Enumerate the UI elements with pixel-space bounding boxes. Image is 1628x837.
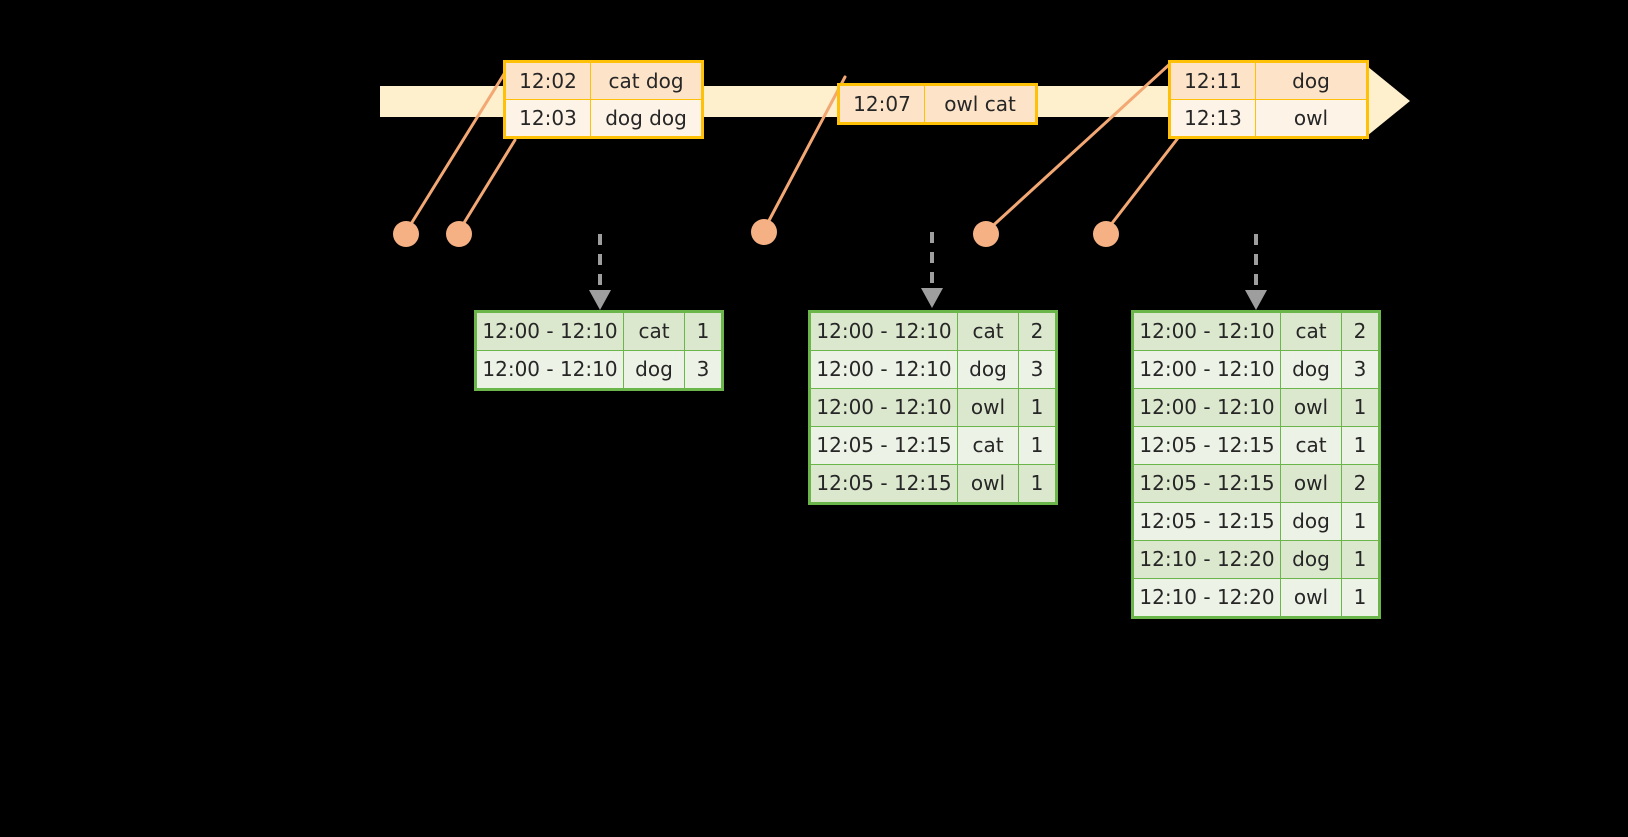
table-row[interactable]: 12:00 - 12:10 dog 3 bbox=[809, 350, 1057, 389]
count-cell: 2 bbox=[1341, 311, 1380, 351]
event-row[interactable]: 12:02 cat dog bbox=[504, 61, 703, 100]
window-cell: 12:05 - 12:15 bbox=[809, 464, 958, 504]
event-box-1[interactable]: 12:02 cat dog 12:03 dog dog bbox=[503, 60, 704, 139]
key-cell: owl bbox=[1280, 388, 1342, 427]
window-cell: 12:05 - 12:15 bbox=[1132, 426, 1281, 465]
table-row[interactable]: 12:00 - 12:10 cat 2 bbox=[1132, 311, 1380, 351]
key-cell: owl bbox=[957, 464, 1019, 504]
window-cell: 12:00 - 12:10 bbox=[809, 388, 958, 427]
count-cell: 1 bbox=[1018, 426, 1057, 465]
table-row[interactable]: 12:00 - 12:10 cat 2 bbox=[809, 311, 1057, 351]
key-cell: dog bbox=[623, 350, 685, 390]
window-cell: 12:00 - 12:10 bbox=[1132, 388, 1281, 427]
event-box-3[interactable]: 12:11 dog 12:13 owl bbox=[1168, 60, 1369, 139]
event-row[interactable]: 12:11 dog bbox=[1169, 61, 1368, 100]
window-cell: 12:05 - 12:15 bbox=[809, 426, 958, 465]
event-row[interactable]: 12:03 dog dog bbox=[504, 99, 703, 138]
connector-12-03 bbox=[457, 138, 517, 233]
event-dot-1 bbox=[393, 221, 419, 247]
window-cell: 12:10 - 12:20 bbox=[1132, 540, 1281, 579]
key-cell: dog bbox=[1280, 350, 1342, 389]
table-row[interactable]: 12:00 - 12:10 owl 1 bbox=[1132, 388, 1380, 427]
event-box-2[interactable]: 12:07 owl cat bbox=[837, 83, 1038, 125]
window-cell: 12:00 - 12:10 bbox=[1132, 311, 1281, 351]
event-words: cat dog bbox=[590, 61, 703, 100]
event-time: 12:02 bbox=[504, 61, 591, 100]
result-arrow-2 bbox=[921, 232, 943, 308]
table-row[interactable]: 12:05 - 12:15 owl 2 bbox=[1132, 464, 1380, 503]
count-cell: 1 bbox=[1341, 540, 1380, 579]
event-dots bbox=[393, 219, 1119, 247]
result-table-3[interactable]: 12:00 - 12:10 cat 2 12:00 - 12:10 dog 3 … bbox=[1131, 310, 1381, 619]
event-dot-4 bbox=[973, 221, 999, 247]
count-cell: 1 bbox=[1018, 388, 1057, 427]
event-dot-3 bbox=[751, 219, 777, 245]
result-arrow-3 bbox=[1245, 234, 1267, 310]
table-row[interactable]: 12:00 - 12:10 dog 3 bbox=[1132, 350, 1380, 389]
key-cell: dog bbox=[1280, 502, 1342, 541]
result-arrow-1 bbox=[589, 234, 611, 310]
table-row[interactable]: 12:05 - 12:15 owl 1 bbox=[809, 464, 1057, 504]
event-dot-2 bbox=[446, 221, 472, 247]
key-cell: dog bbox=[957, 350, 1019, 389]
result-arrows bbox=[589, 232, 1267, 310]
table-row[interactable]: 12:10 - 12:20 owl 1 bbox=[1132, 578, 1380, 618]
count-cell: 1 bbox=[1341, 502, 1380, 541]
result-table-2[interactable]: 12:00 - 12:10 cat 2 12:00 - 12:10 dog 3 … bbox=[808, 310, 1058, 505]
count-cell: 1 bbox=[684, 311, 723, 351]
window-cell: 12:05 - 12:15 bbox=[1132, 464, 1281, 503]
count-cell: 1 bbox=[1018, 464, 1057, 504]
table-row[interactable]: 12:00 - 12:10 owl 1 bbox=[809, 388, 1057, 427]
event-time: 12:03 bbox=[504, 99, 591, 138]
connector-12-02 bbox=[404, 64, 511, 234]
key-cell: owl bbox=[1280, 464, 1342, 503]
key-cell: cat bbox=[623, 311, 685, 351]
table-row[interactable]: 12:10 - 12:20 dog 1 bbox=[1132, 540, 1380, 579]
key-cell: cat bbox=[957, 311, 1019, 351]
event-words: dog dog bbox=[590, 99, 703, 138]
key-cell: owl bbox=[957, 388, 1019, 427]
key-cell: dog bbox=[1280, 540, 1342, 579]
event-words: owl cat bbox=[924, 84, 1037, 124]
count-cell: 1 bbox=[1341, 426, 1380, 465]
window-cell: 12:00 - 12:10 bbox=[1132, 350, 1281, 389]
window-cell: 12:00 - 12:10 bbox=[475, 350, 624, 390]
count-cell: 2 bbox=[1018, 311, 1057, 351]
table-row[interactable]: 12:00 - 12:10 cat 1 bbox=[475, 311, 723, 351]
table-row[interactable]: 12:05 - 12:15 cat 1 bbox=[809, 426, 1057, 465]
window-cell: 12:00 - 12:10 bbox=[809, 350, 958, 389]
count-cell: 1 bbox=[1341, 578, 1380, 618]
event-time: 12:07 bbox=[838, 84, 925, 124]
window-cell: 12:05 - 12:15 bbox=[1132, 502, 1281, 541]
count-cell: 2 bbox=[1341, 464, 1380, 503]
event-time: 12:11 bbox=[1169, 61, 1256, 100]
connector-12-13 bbox=[1104, 136, 1180, 233]
event-time: 12:13 bbox=[1169, 99, 1256, 138]
table-row[interactable]: 12:00 - 12:10 dog 3 bbox=[475, 350, 723, 390]
count-cell: 3 bbox=[1018, 350, 1057, 389]
key-cell: cat bbox=[1280, 311, 1342, 351]
connector-12-07 bbox=[762, 75, 847, 232]
key-cell: owl bbox=[1280, 578, 1342, 618]
event-row[interactable]: 12:13 owl bbox=[1169, 99, 1368, 138]
window-cell: 12:00 - 12:10 bbox=[809, 311, 958, 351]
window-cell: 12:10 - 12:20 bbox=[1132, 578, 1281, 618]
window-cell: 12:00 - 12:10 bbox=[475, 311, 624, 351]
key-cell: cat bbox=[957, 426, 1019, 465]
count-cell: 3 bbox=[1341, 350, 1380, 389]
event-row[interactable]: 12:07 owl cat bbox=[838, 84, 1037, 124]
event-words: owl bbox=[1255, 99, 1368, 138]
count-cell: 1 bbox=[1341, 388, 1380, 427]
event-dot-5 bbox=[1093, 221, 1119, 247]
table-row[interactable]: 12:05 - 12:15 dog 1 bbox=[1132, 502, 1380, 541]
result-table-1[interactable]: 12:00 - 12:10 cat 1 12:00 - 12:10 dog 3 bbox=[474, 310, 724, 391]
count-cell: 3 bbox=[684, 350, 723, 390]
table-row[interactable]: 12:05 - 12:15 cat 1 bbox=[1132, 426, 1380, 465]
key-cell: cat bbox=[1280, 426, 1342, 465]
event-words: dog bbox=[1255, 61, 1368, 100]
